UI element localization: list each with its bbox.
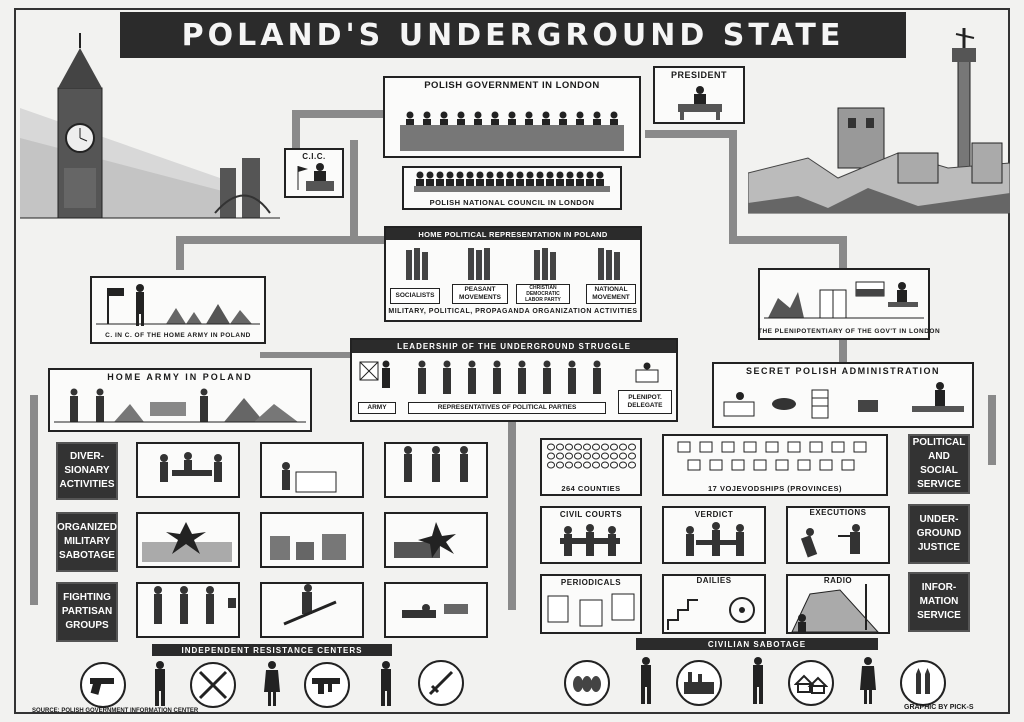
- verdict-label: VERDICT: [694, 510, 734, 519]
- side-label-justice: UNDER-GROUND JUSTICE: [908, 504, 970, 564]
- home-political-figures: [406, 248, 620, 280]
- dailies-box: [662, 574, 766, 634]
- information-illustrations: [547, 584, 880, 633]
- pipe-gov-right: [645, 130, 737, 138]
- justice-illustrations: [560, 522, 860, 558]
- leadership-figures: [359, 360, 659, 394]
- pipe-right-horizontal: [729, 236, 847, 244]
- bullets-icon: [900, 660, 946, 706]
- soldier-icon: [155, 661, 165, 706]
- figure-icon: [753, 657, 763, 704]
- pipe-gov-left-down: [292, 110, 300, 160]
- cinc-box: [90, 276, 266, 344]
- pipe-gov-left: [292, 110, 384, 118]
- pipe-homearmy-to-leadership: [260, 352, 350, 358]
- home-political-footer: MILITARY, POLITICAL, PROPAGANDA ORGANIZA…: [388, 308, 638, 315]
- counties-label: 264 COUNTIES: [561, 484, 621, 493]
- secret-admin-illustration: [723, 382, 964, 419]
- woman-worker-icon: [860, 657, 876, 704]
- source-note: SOURCE: POLISH GOVERNMENT INFORMATION CE…: [32, 708, 199, 714]
- worker-icon: [641, 657, 651, 704]
- leadership-title: LEADERSHIP OF THE UNDERGROUND STRUGGLE: [352, 340, 676, 353]
- civil-courts-label: CIVIL COURTS: [559, 510, 623, 519]
- side-label-political-social: POLITICAL AND SOCIAL SERVICE: [908, 434, 970, 494]
- left-panels-illustrations: [142, 446, 468, 626]
- government-label: POLISH GOVERNMENT IN LONDON: [424, 80, 600, 91]
- party-socialists: SOCIALISTS: [390, 288, 440, 304]
- factory-glyph: [684, 672, 714, 694]
- side-label-partisans: FIGHTING PARTISAN GROUPS: [56, 582, 118, 642]
- vojevodships-label: 17 VOJEVODSHIPS (PROVINCES): [708, 484, 842, 493]
- side-label-information: INFOR-MATION SERVICE: [908, 572, 970, 632]
- pipe-right-to-pleni: [839, 236, 847, 270]
- secret-admin-label: SECRET POLISH ADMINISTRATION: [745, 366, 940, 376]
- president-label: PRESIDENT: [670, 70, 727, 80]
- pipe-home-army-left: [30, 395, 38, 605]
- pipe-center-left: [350, 140, 358, 240]
- cinc-illustration: [96, 284, 260, 326]
- civilian-sabotage-banner: CIVILIAN SABOTAGE: [636, 638, 878, 650]
- partisan-icon: [381, 661, 391, 706]
- machine-gun-glyph: [312, 678, 340, 694]
- grenades-glyph: [573, 676, 601, 692]
- big-ben-illustration: [20, 33, 280, 219]
- radio-label: RADIO: [823, 576, 853, 585]
- counties-grid: [547, 443, 636, 469]
- periodicals-label: PERIODICALS: [560, 578, 622, 587]
- party-peasant: PEASANT MOVEMENTS: [452, 284, 508, 304]
- leadership-delegate: PLENIPOT. DELEGATE: [618, 390, 672, 414]
- home-army-illustration: [54, 388, 306, 423]
- side-label-diversionary: DIVER-SIONARY ACTIVITIES: [56, 442, 118, 500]
- secret-admin-box: [712, 362, 974, 428]
- houses-glyph: [794, 674, 828, 694]
- pistol-icon-glyph: [90, 678, 114, 695]
- pipe-secret-right: [988, 395, 996, 465]
- cinc-label: C. IN C. OF THE HOME ARMY IN POLAND: [105, 332, 251, 339]
- party-national: NATIONAL MOVEMENT: [586, 284, 636, 304]
- side-label-sabotage: ORGANIZED MILITARY SABOTAGE: [56, 512, 118, 572]
- graphic-credit: GRAPHIC BY PICK-S: [904, 704, 974, 711]
- pistol-icon: [80, 662, 126, 708]
- pipe-leadership-down: [508, 420, 516, 610]
- crossed-rifles-icon: [190, 662, 236, 708]
- council-figures: [414, 171, 610, 192]
- dailies-label: DAILIES: [696, 576, 732, 585]
- government-figures: [400, 111, 624, 151]
- warsaw-ruins-illustration: [748, 28, 1010, 214]
- machine-gun-icon: [304, 662, 350, 708]
- council-label: POLISH NATIONAL COUNCIL IN LONDON: [429, 198, 595, 207]
- leadership-reps: REPRESENTATIVES OF POLITICAL PARTIES: [408, 402, 606, 414]
- party-christian: CHRISTIAN DEMOCRATIC LABOR PARTY: [516, 284, 570, 304]
- home-political-title: HOME POLITICAL REPRESENTATION IN POLAND: [386, 228, 640, 240]
- pipe-pleni-to-secret: [839, 340, 847, 364]
- bullets-glyph: [916, 668, 930, 694]
- plenipotentiary-illustration: [764, 281, 924, 319]
- pipe-left-to-cinc: [176, 240, 184, 270]
- vojevodships-grid: [677, 441, 867, 471]
- president-figure: [678, 86, 722, 120]
- leadership-army: ARMY: [358, 402, 396, 414]
- woman-icon: [264, 661, 280, 706]
- crossed-rifles-glyph: [198, 670, 228, 700]
- cic-figure: [297, 163, 334, 191]
- plenipotentiary-label: THE PLENIPOTENTIARY OF THE GOV'T IN LOND…: [758, 328, 941, 335]
- independent-resistance-banner: INDEPENDENT RESISTANCE CENTERS: [152, 644, 392, 656]
- pipe-left-horizontal: [176, 236, 386, 244]
- cic-label: C.I.C.: [302, 152, 326, 161]
- frame: [14, 8, 1010, 714]
- executions-label: EXECUTIONS: [809, 508, 867, 517]
- dagger-glyph: [428, 670, 454, 696]
- home-army-label: HOME ARMY IN POLAND: [107, 372, 253, 382]
- page-title: POLAND'S UNDERGROUND STATE: [120, 12, 906, 58]
- pipe-right-down: [729, 130, 737, 240]
